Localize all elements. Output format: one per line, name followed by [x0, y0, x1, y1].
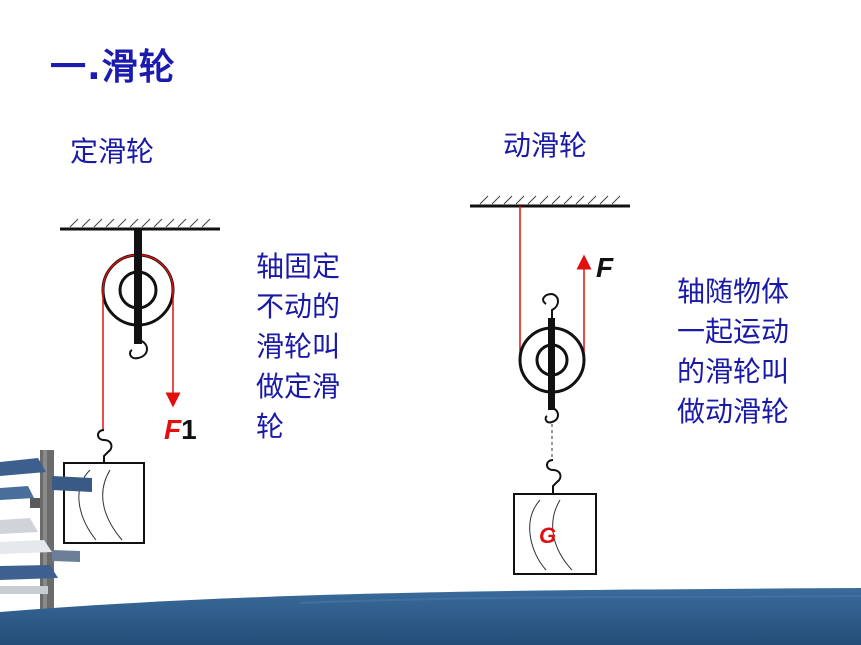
- movable-ceiling: [470, 195, 630, 208]
- movable-weight-hook: [546, 459, 562, 494]
- fixed-description-line: 滑轮叫: [256, 330, 341, 363]
- fixed-description-line: 轮: [256, 410, 285, 443]
- fixed-description-line: 不动的: [256, 290, 341, 323]
- movable-description-line: 的滑轮叫: [677, 355, 790, 388]
- force-f1-subscript: 1: [181, 414, 197, 445]
- weight-g-label: G: [539, 523, 557, 548]
- fixed-description-line: 做定滑: [256, 370, 341, 403]
- fixed-pulley-diagram: [60, 218, 220, 544]
- movable-pulley-heading: 动滑轮: [503, 129, 588, 162]
- movable-description-line: 一起运动: [677, 315, 790, 348]
- footer-band: [0, 588, 861, 645]
- signpost-decoration: [0, 450, 92, 620]
- movable-weight-block: [513, 493, 597, 575]
- movable-axle-bar: [548, 318, 555, 410]
- slide-title: 一.滑轮: [50, 47, 176, 88]
- fixed-ceiling: [60, 218, 220, 231]
- fixed-pulley-description: 轴固定 不动的 滑轮叫 做定滑 轮: [256, 247, 376, 447]
- fixed-weight-hook: [97, 429, 113, 464]
- movable-pulley-diagram: [470, 195, 630, 575]
- fixed-description-line: 轴固定: [256, 250, 341, 283]
- force-f1-label: F1: [164, 414, 197, 446]
- fixed-axle-bar: [134, 229, 142, 344]
- movable-description-line: 轴随物体: [677, 275, 790, 308]
- fixed-weight-block: [63, 462, 145, 544]
- movable-description-line: 做动滑轮: [677, 395, 790, 428]
- force-f-label: F: [596, 252, 614, 283]
- movable-pulley-description: 轴随物体 一起运动 的滑轮叫 做动滑轮: [677, 272, 827, 432]
- fixed-pulley-heading: 定滑轮: [70, 135, 155, 168]
- force-f1-letter: F: [164, 414, 182, 445]
